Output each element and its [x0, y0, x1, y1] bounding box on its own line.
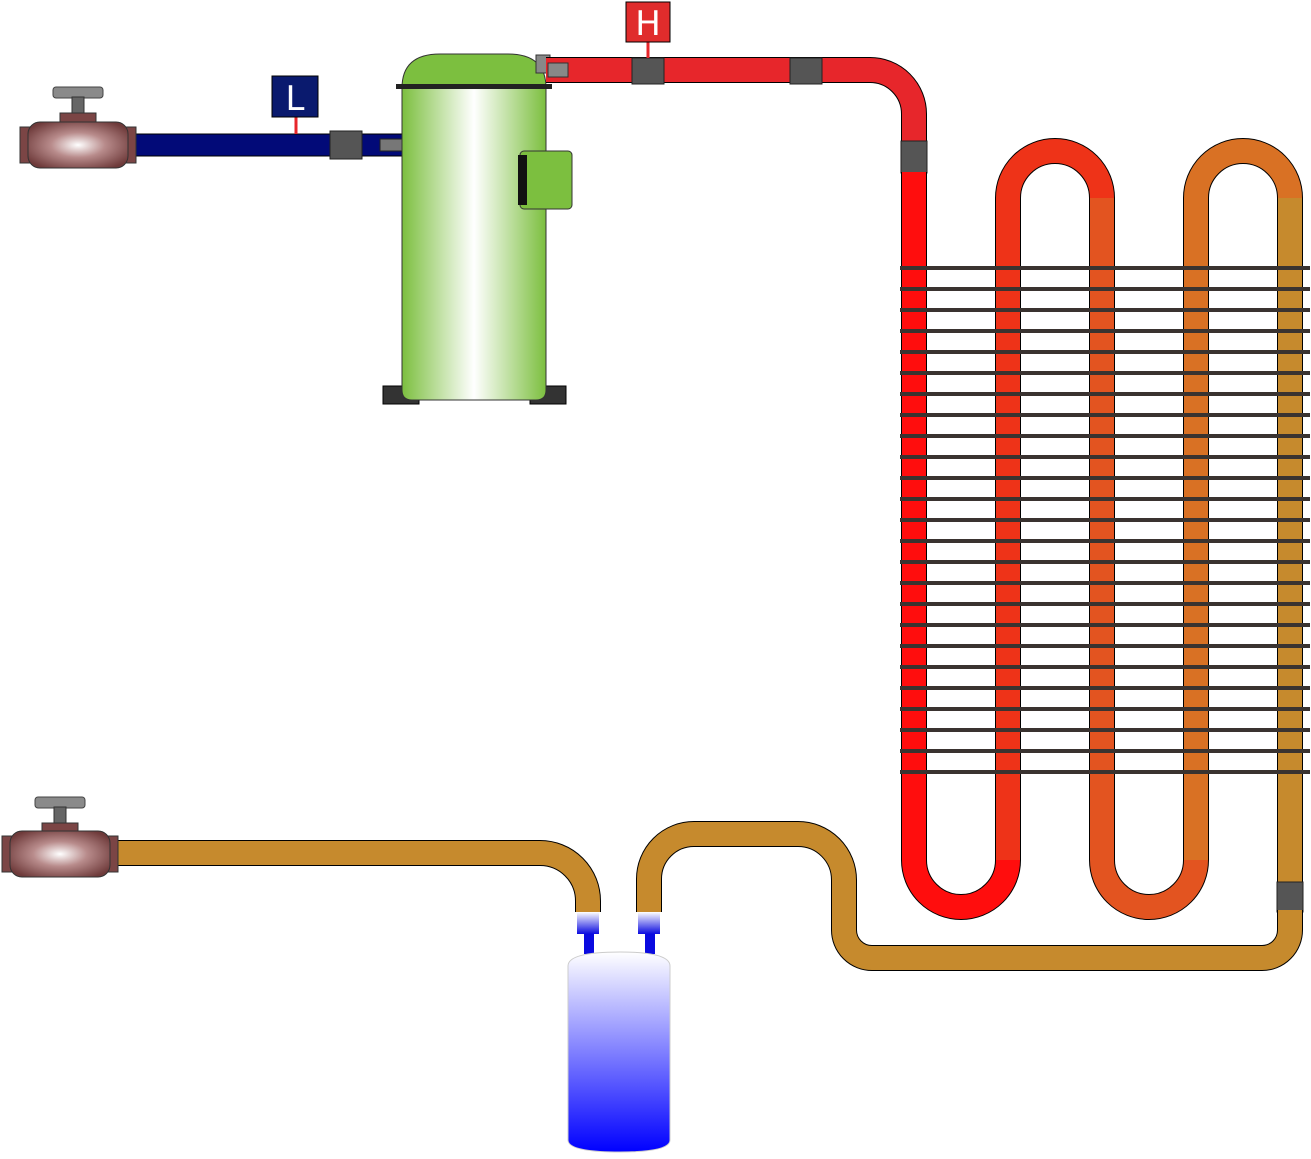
receiver-inlet-collar: [638, 912, 660, 934]
valve-stem: [71, 96, 85, 114]
compressor-terminal-box: [519, 150, 573, 210]
valve-stem: [53, 806, 67, 824]
high-pressure-gauge: H: [625, 1, 671, 44]
low-pressure-gauge-label: L: [286, 79, 305, 119]
suction-service-valve[interactable]: [19, 86, 137, 169]
discharge-fitting-1: [631, 57, 665, 85]
suction-port: [379, 138, 405, 152]
valve-handle-bar[interactable]: [52, 86, 104, 99]
high-pressure-gauge-label: H: [635, 4, 661, 44]
discharge-fitting-3: [900, 140, 928, 174]
suction-fitting: [329, 130, 363, 160]
discharge-line: [546, 40, 928, 174]
compressor: [382, 53, 573, 405]
receiver-outlet-collar: [577, 912, 599, 934]
condenser-outlet-fitting: [1276, 881, 1304, 913]
condenser-fins: [900, 266, 1310, 774]
valve-handle-bar[interactable]: [34, 796, 86, 809]
receiver-outlet-line: [118, 840, 601, 912]
condenser-coil: [900, 138, 1310, 920]
discharge-fitting-2: [789, 57, 823, 85]
compressor-dome: [401, 53, 547, 89]
low-pressure-gauge: L: [271, 75, 319, 119]
liquid-service-valve[interactable]: [1, 796, 119, 878]
suction-line: [129, 117, 405, 160]
liquid-receiver: [567, 912, 671, 1153]
liquid-line: [636, 821, 1303, 971]
discharge-port-nut: [547, 62, 569, 78]
